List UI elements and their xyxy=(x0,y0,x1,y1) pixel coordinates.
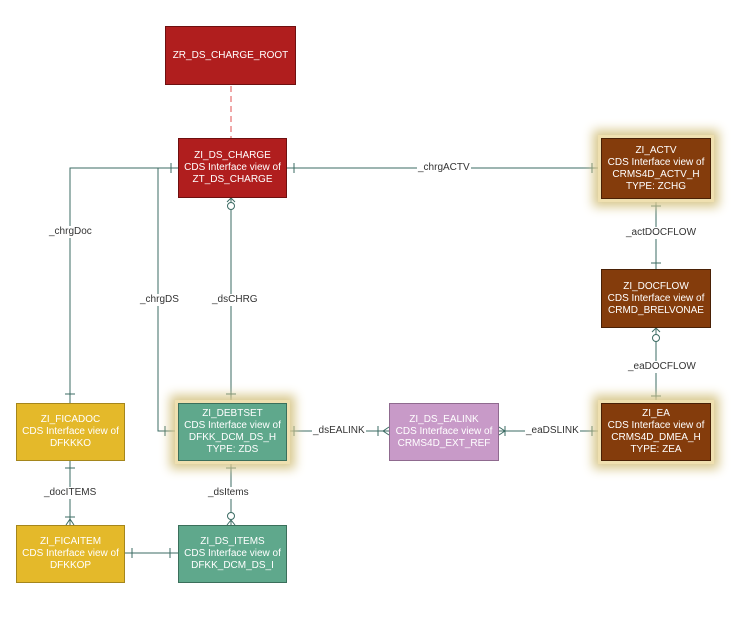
edge-label-dsEALINK: _dsEALINK xyxy=(312,425,366,437)
node-line: DFKK_DCM_DS_H xyxy=(188,432,277,443)
node-line: CDS Interface view of xyxy=(395,426,493,437)
node-title: ZI_EA xyxy=(642,408,670,419)
node-title: ZI_DEBTSET xyxy=(202,408,263,419)
node-line: ZT_DS_CHARGE xyxy=(192,174,273,185)
edge-label-dsCHRG: _dsCHRG xyxy=(211,294,259,306)
node-title: ZI_DS_EALINK xyxy=(409,414,479,425)
node-line: DFKK_DCM_DS_I xyxy=(191,560,274,571)
node-line: CRMS4D_ACTV_H xyxy=(612,168,700,180)
edge-label-docITEMS: _docITEMS xyxy=(43,487,98,499)
node-line: DFKKKO xyxy=(49,438,92,449)
node-title: ZI_DOCFLOW xyxy=(623,280,689,292)
node-title: ZI_FICAITEM xyxy=(39,536,102,547)
node-title: ZI_DS_ITEMS xyxy=(200,536,265,547)
edge-label-chrgACTV: _chrgACTV xyxy=(417,162,471,174)
node-line: CRMD_BRELVONAE xyxy=(608,304,704,316)
node-title: ZI_DS_CHARGE xyxy=(194,150,271,161)
edge-label-chrgDoc: _chrgDoc xyxy=(48,226,93,238)
node-line: CDS Interface view of xyxy=(184,162,281,173)
edge-label-actDOCFLOW: _actDOCFLOW xyxy=(625,227,698,239)
node-line: CDS Interface view of xyxy=(184,420,281,431)
node-zr-ds-charge-root[interactable]: ZR_DS_CHARGE_ROOT xyxy=(165,26,296,85)
node-line: CDS Interface view of xyxy=(22,548,119,559)
node-line: CDS Interface view of xyxy=(22,426,119,437)
node-line: CDS Interface view of xyxy=(607,156,705,168)
node-line: CDS Interface view of xyxy=(184,548,281,559)
edge-label-eaDSLINK: _eaDSLINK xyxy=(525,425,580,437)
node-title: ZI_ACTV xyxy=(635,144,677,156)
node-line: TYPE: ZEA xyxy=(630,444,682,455)
node-title: ZR_DS_CHARGE_ROOT xyxy=(172,49,289,61)
edge-label-chrgDS: _chrgDS xyxy=(139,294,180,306)
node-line: CDS Interface view of xyxy=(607,292,705,304)
node-title: ZI_FICADOC xyxy=(40,414,101,425)
node-line: CDS Interface view of xyxy=(607,420,705,431)
edge-chrgDoc xyxy=(69,167,178,403)
node-line: DFKKOP xyxy=(49,560,92,571)
node-line: TYPE: ZDS xyxy=(206,444,259,455)
node-line: CRMS4D_EXT_REF xyxy=(397,438,491,449)
node-line: CRMS4D_DMEA_H xyxy=(611,432,701,443)
edge-label-eaDOCFLOW: _eaDOCFLOW xyxy=(627,361,697,373)
node-line: TYPE: ZCHG xyxy=(625,180,686,192)
edge-label-dsItems: _dsItems xyxy=(207,487,250,499)
